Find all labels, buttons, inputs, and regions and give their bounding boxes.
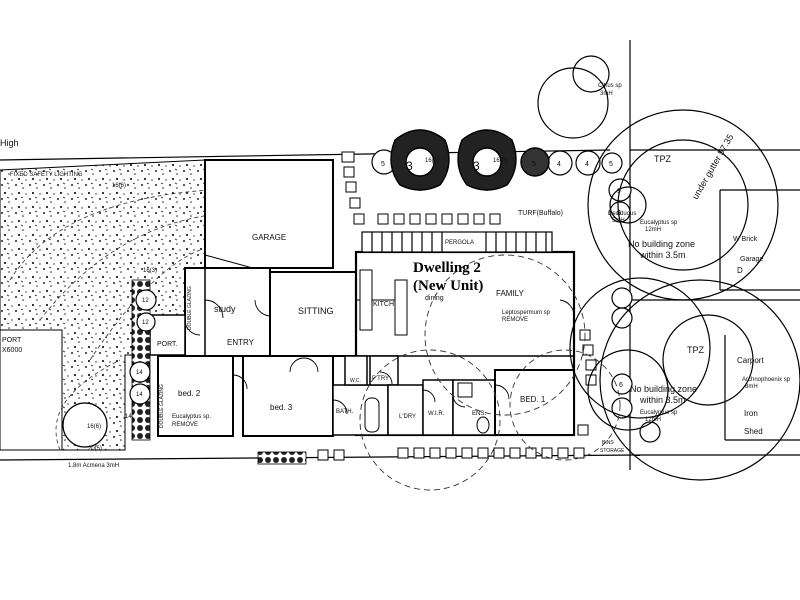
garage-room (204, 159, 334, 269)
dwelling-subtitle: (New Unit) (413, 278, 483, 294)
label-d: D (737, 266, 743, 275)
tree-label: 4 (557, 161, 561, 168)
label-garage: GARAGE (252, 233, 286, 242)
label-turf: TURF(Buffalo) (518, 210, 563, 217)
label-carport: Carport (737, 356, 764, 365)
tree-label: 16(6) (112, 183, 126, 189)
pergola (361, 231, 553, 253)
label-euc-remove-2: REMOVE (172, 422, 198, 428)
tree-label: 16(3) (143, 268, 157, 274)
label-bed1: BED. 1 (520, 395, 546, 404)
label-storage: STORAGE (600, 448, 625, 454)
label-garage-right: Garage (740, 256, 763, 263)
tree-label: 4 (585, 161, 589, 168)
label-nbz-bot-1: No building zone (630, 384, 697, 394)
tree-label: 9 (617, 188, 621, 195)
label-deciduous-2: 5mH (612, 218, 625, 224)
tree-label: 16(2) (425, 158, 439, 164)
tree-label: 16(2) (493, 158, 507, 164)
label-lepto-1: Leptospermum sp (502, 310, 551, 316)
tree-label: 3 (406, 159, 413, 173)
tree-label: 5 (532, 161, 536, 168)
bed2-room (157, 355, 234, 437)
label-nbz-top-1: No building zone (628, 239, 695, 249)
tree-label: 12 (142, 320, 149, 326)
label-fixed-lighting: FIXED SAFETY LIGHTING (10, 172, 83, 178)
label-entry: ENTRY (227, 338, 255, 347)
label-ensuite: ENS. (472, 411, 486, 417)
label-port: PORT (2, 337, 22, 344)
label-porch: PORT. (157, 341, 178, 348)
laundry-room (387, 384, 424, 436)
dwelling-title: Dwelling 2 (413, 260, 481, 276)
label-high: High (0, 138, 19, 148)
canopy-trees (390, 129, 550, 191)
tree-label: 8 (617, 210, 621, 217)
label-bath: BATH. (336, 409, 354, 415)
label-port-dim: X6000 (2, 347, 22, 354)
label-tpz-bottom: TPZ (687, 345, 705, 355)
label-lepto-2: REMOVE (502, 317, 528, 323)
wc-room (344, 355, 368, 386)
label-euc-bot-1: Eucalyptus sp (640, 410, 678, 416)
tree-label: 14 (125, 414, 132, 420)
tree-label: 5 (381, 161, 385, 168)
label-euc-top-2: 12mH (645, 227, 661, 233)
label-double-glazing-2: DOUBLE GLAZING (159, 384, 165, 428)
bed3-room (242, 355, 334, 437)
tree-label: 3 (473, 159, 480, 173)
label-wir: W.I.R. (428, 411, 445, 417)
kitchen-bench (394, 279, 408, 336)
tree-protection-zones (537, 55, 800, 481)
label-bed2: bed. 2 (178, 389, 201, 398)
tree-label: 14 (136, 392, 143, 398)
label-bins: BINS (602, 440, 614, 446)
label-sitting: SITTING (298, 306, 334, 316)
label-nbz-bot-2: within 3.5m (639, 395, 686, 405)
label-kitchen: KITCH. (373, 301, 396, 308)
label-dining: dining (425, 295, 444, 302)
label-euc-top-1: Eucalyptus sp (640, 220, 678, 226)
label-arch-2: 8mH (745, 384, 758, 390)
label-brick: W Brick (733, 236, 758, 243)
left-carport (0, 329, 63, 451)
label-double-glazing-1: DOUBLE GLAZING (187, 286, 193, 330)
tree-label: 14 (136, 370, 143, 376)
label-iron: Iron (744, 409, 758, 418)
label-tpz-top: TPZ (654, 154, 672, 164)
label-arch-1: Archnophoenix sp (742, 377, 791, 383)
root-zones (359, 254, 621, 491)
label-pantry: P'TRY (372, 376, 389, 382)
tree-label: 20(5) (88, 446, 102, 452)
label-deciduous-1: Deciduous (608, 211, 636, 217)
label-bed3: bed. 3 (270, 403, 293, 412)
bed1-room (494, 369, 575, 436)
label-pergola: PERGOLA (445, 240, 474, 246)
label-citrus-2: 3mH (600, 91, 613, 97)
label-family: FAMILY (496, 289, 525, 298)
label-euc-remove-1: Eucalyptus sp. (172, 414, 211, 420)
label-wc: W.C. (350, 378, 361, 384)
tree-label: 6 (619, 382, 623, 389)
tree-label: 5 (609, 161, 613, 168)
tree-label: 12 (142, 298, 149, 304)
label-citrus-1: Citrus sp (598, 83, 622, 89)
door-swings (184, 299, 575, 415)
wir-room (422, 379, 454, 436)
label-shed: Shed (744, 427, 763, 436)
label-laundry: L'DRY (399, 414, 416, 420)
label-study: study (214, 304, 236, 314)
sitting-room (269, 271, 357, 357)
boundary-lines (0, 40, 800, 470)
label-under-gutter: under gutter 57.35 (690, 132, 735, 201)
label-euc-bot-2: 12mH (645, 417, 661, 423)
label-bottom-note: 1.8m Acmena 3mH (68, 463, 119, 469)
label-nbz-top-2: within 3.5m (639, 250, 686, 260)
tree-label: 16(6) (87, 424, 101, 430)
